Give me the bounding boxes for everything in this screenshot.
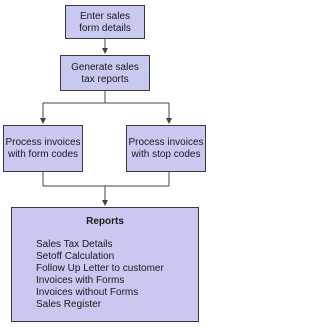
report-item: Follow Up Letter to customer [36, 263, 164, 274]
reports-box: Reports Sales Tax Details Setoff Calcula… [11, 207, 199, 322]
flowchart-connectors [40, 39, 172, 206]
process-form-codes-label: Process invoices with form codes [5, 137, 81, 160]
report-item: Sales Register [36, 299, 102, 310]
process-stop-codes-label: Process invoices with stop codes [128, 137, 204, 160]
report-item: Sales Tax Details [36, 239, 113, 250]
process-stop-codes-box: Process invoices with stop codes [126, 125, 206, 172]
reports-list: Sales Tax Details Setoff Calculation Fol… [36, 239, 164, 311]
enter-sales-form-details-box: Enter sales form details [65, 5, 145, 39]
reports-title: Reports [86, 216, 124, 227]
process-form-codes-box: Process invoices with form codes [3, 125, 83, 172]
report-item: Setoff Calculation [36, 251, 115, 262]
generate-sales-tax-reports-box: Generate sales tax reports [60, 55, 150, 91]
report-item: Invoices with Forms [36, 275, 125, 286]
generate-sales-tax-reports-label: Generate sales tax reports [71, 62, 139, 85]
report-item: Invoices without Forms [36, 287, 139, 298]
enter-sales-form-details-label: Enter sales form details [79, 11, 131, 34]
